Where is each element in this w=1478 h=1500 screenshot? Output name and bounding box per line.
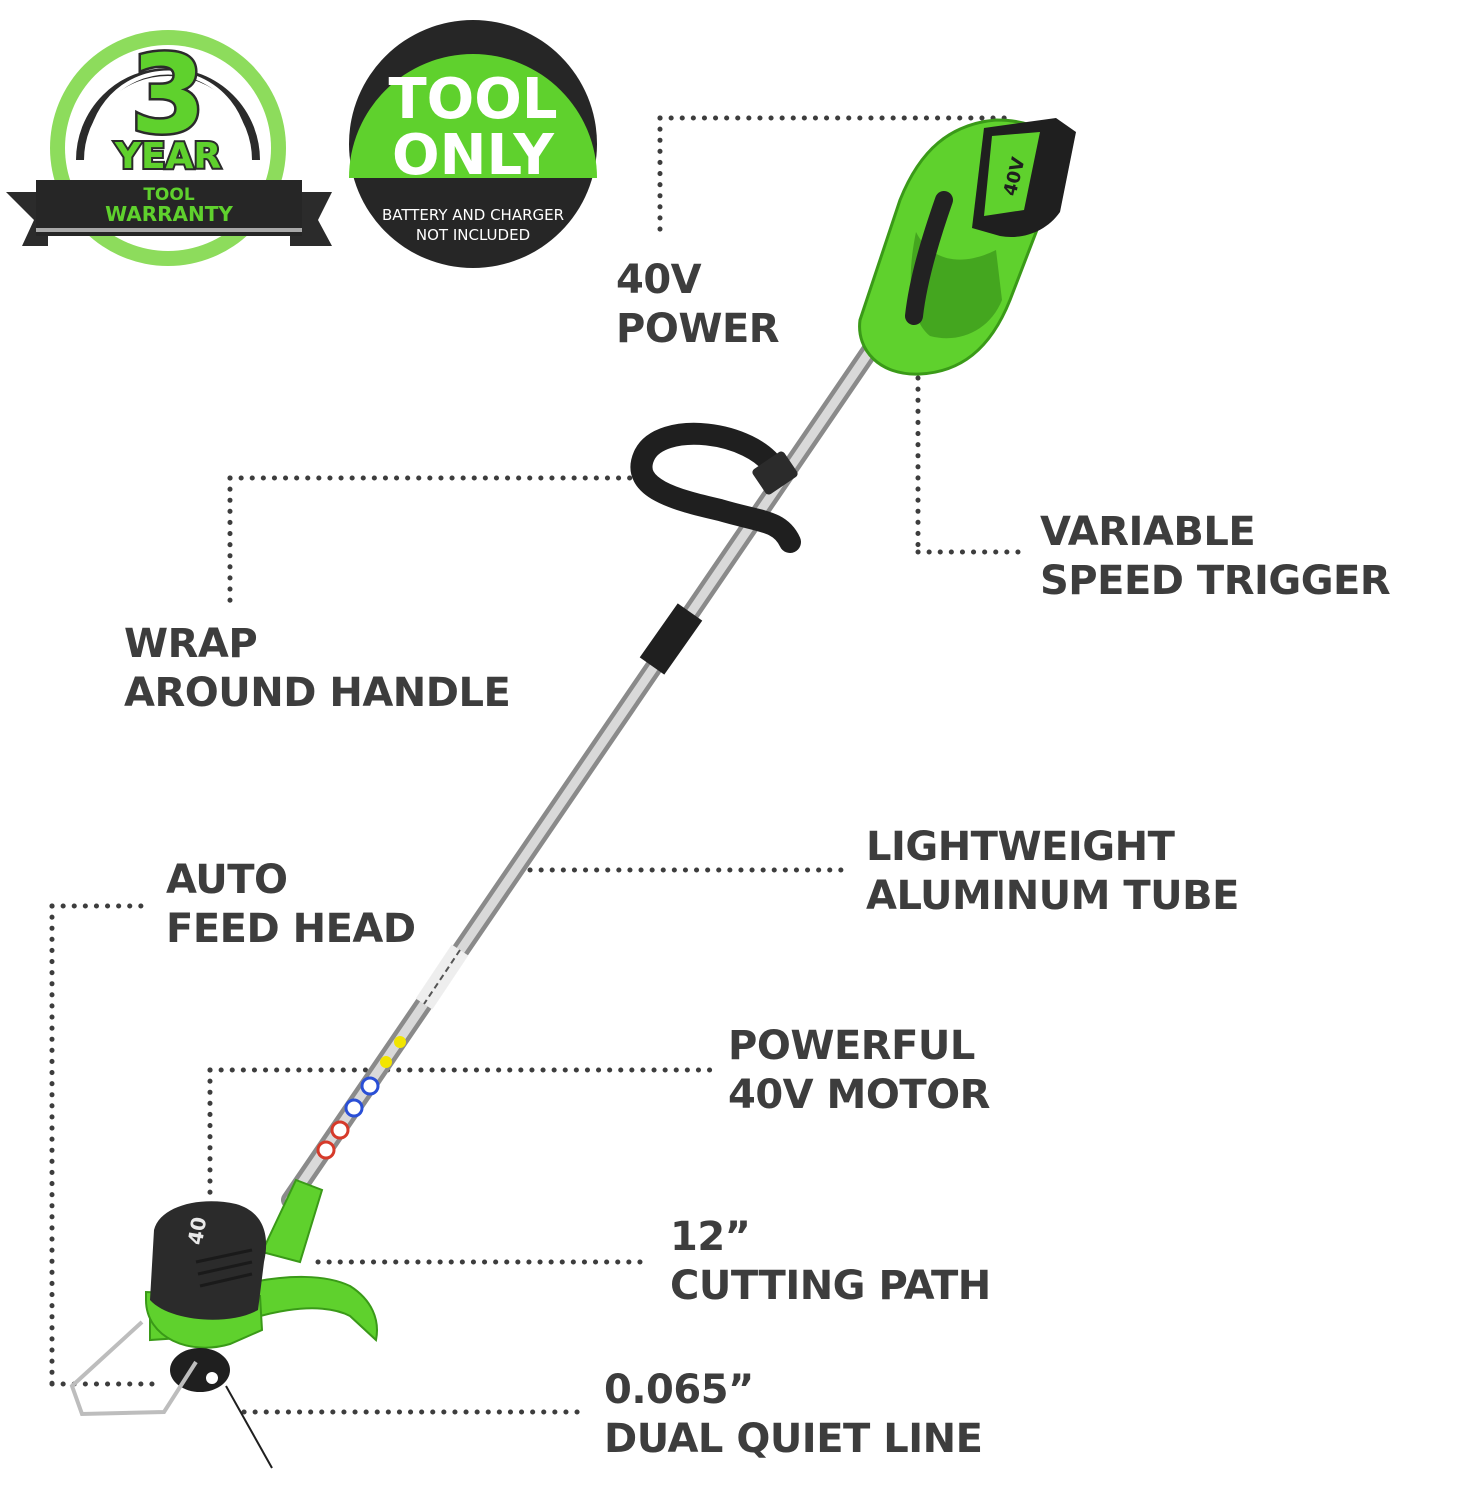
battery-pack: 40V — [972, 118, 1076, 237]
cutting-head: 40 — [69, 1178, 378, 1469]
warranty-ribbon — [36, 180, 302, 236]
warning-icons — [316, 1036, 406, 1160]
feature-lightweight-aluminum-tube: LIGHTWEIGHT ALUMINUM TUBE — [866, 824, 1239, 919]
string-trimmer: 40V 40 — [69, 118, 1076, 1469]
warranty-ribbon-line2: WARRANTY — [105, 202, 233, 226]
callout-lines — [49, 115, 1027, 1415]
edge-guide-wire — [69, 1320, 198, 1417]
motor-label: 40 — [183, 1215, 211, 1247]
wrap-around-handle — [630, 422, 801, 553]
feature-wrap-around-handle: WRAP AROUND HANDLE — [124, 621, 511, 716]
warranty-badge: 3 YEAR TOOL WARRANTY — [6, 30, 332, 266]
warranty-unit: YEAR — [114, 136, 221, 177]
warranty-number: 3 — [130, 33, 205, 158]
feature-powerful-40v-motor: POWERFUL 40V MOTOR — [728, 1023, 990, 1118]
tool-only-note2: NOT INCLUDED — [416, 226, 530, 244]
tool-only-line1: TOOL — [388, 67, 557, 132]
warranty-ribbon-line1: TOOL — [143, 185, 194, 205]
feature-12in-cutting-path: 12” CUTTING PATH — [670, 1214, 991, 1309]
tool-only-line2: ONLY — [392, 123, 555, 188]
shaft-coupler — [639, 603, 703, 675]
tool-only-badge: TOOL ONLY BATTERY AND CHARGER NOT INCLUD… — [349, 20, 597, 268]
feature-40v-power: 40V POWER — [616, 257, 780, 352]
trimmer-line — [225, 1385, 273, 1469]
feature-dual-quiet-line: 0.065” DUAL QUIET LINE — [604, 1367, 983, 1462]
tool-only-note1: BATTERY AND CHARGER — [382, 206, 564, 224]
feature-auto-feed-head: AUTO FEED HEAD — [166, 857, 416, 952]
rear-handle: 40V — [858, 118, 1076, 376]
feature-variable-speed-trigger: VARIABLE SPEED TRIGGER — [1040, 509, 1391, 604]
